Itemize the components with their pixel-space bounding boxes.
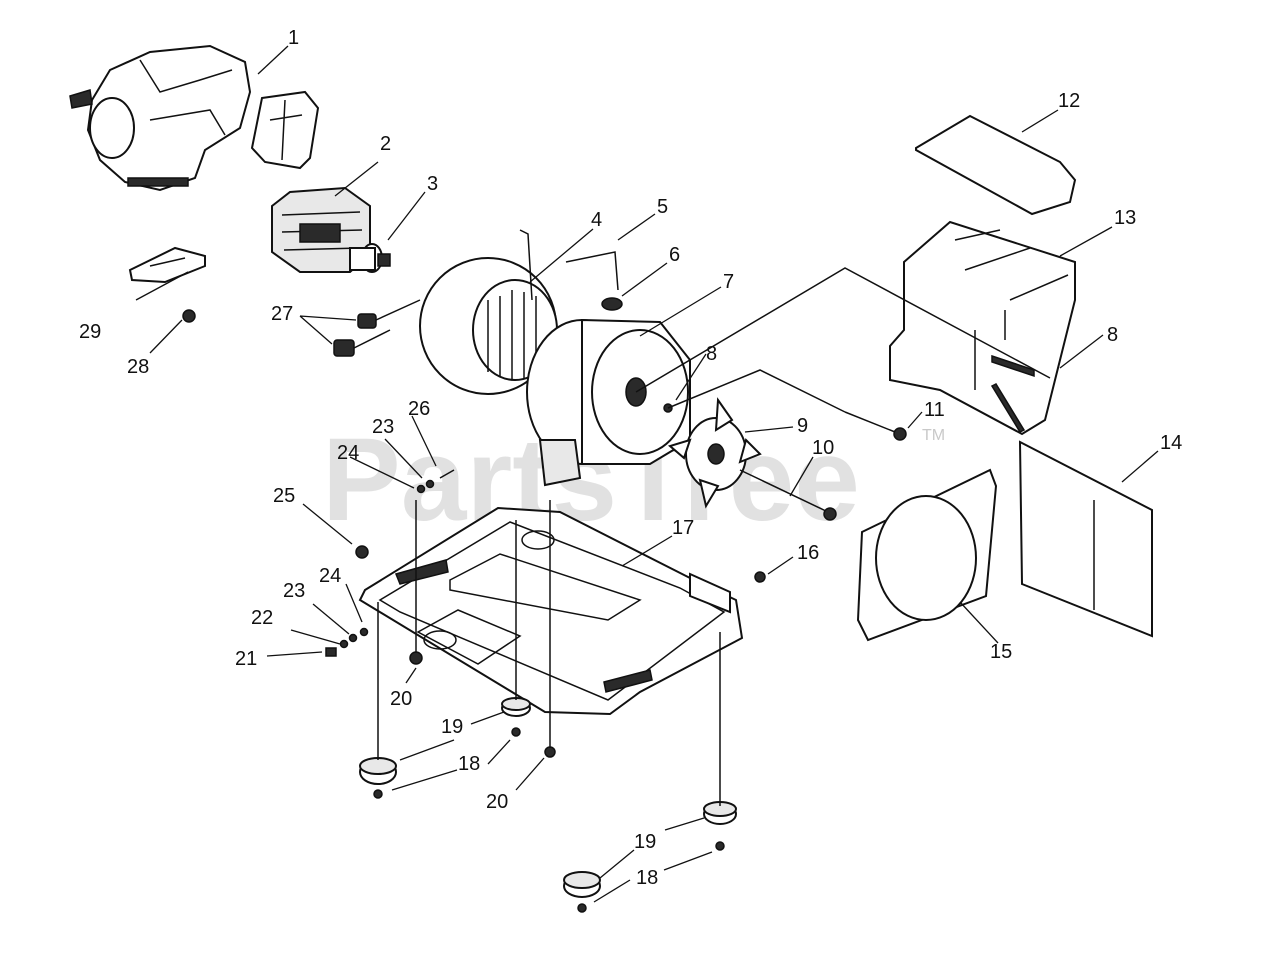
- part-washer-24b[interactable]: [359, 627, 369, 637]
- callout-7[interactable]: 7: [723, 271, 734, 293]
- callout-23a[interactable]: 23: [372, 416, 394, 438]
- part-grommet[interactable]: [601, 297, 623, 311]
- callout-8a[interactable]: 8: [706, 343, 717, 365]
- part-side-panel[interactable]: [1018, 440, 1153, 638]
- callout-9[interactable]: 9: [797, 415, 808, 437]
- part-screw-18d[interactable]: [577, 903, 587, 913]
- part-washer-24a[interactable]: [416, 484, 426, 494]
- part-base-frame[interactable]: [358, 506, 744, 716]
- part-foot-19b[interactable]: [359, 757, 397, 785]
- part-nut-28[interactable]: [182, 309, 196, 323]
- part-bracket[interactable]: [128, 246, 206, 284]
- callout-19a[interactable]: 19: [441, 716, 463, 738]
- callout-19b[interactable]: 19: [634, 831, 656, 853]
- callout-29[interactable]: 29: [79, 321, 101, 343]
- leader-lines: [135, 45, 1159, 903]
- callout-20a[interactable]: 20: [390, 688, 412, 710]
- callout-28[interactable]: 28: [127, 356, 149, 378]
- part-washer-23a[interactable]: [425, 479, 435, 489]
- part-foot-19d[interactable]: [563, 871, 601, 898]
- part-nut-25[interactable]: [355, 545, 369, 559]
- callout-16[interactable]: 16: [797, 542, 819, 564]
- callout-21[interactable]: 21: [235, 648, 257, 670]
- part-screw-18b[interactable]: [373, 789, 383, 799]
- part-rotor[interactable]: [349, 243, 391, 273]
- callout-17[interactable]: 17: [672, 517, 694, 539]
- part-pin[interactable]: [565, 251, 619, 291]
- part-front-panel[interactable]: [856, 468, 998, 642]
- callout-12[interactable]: 12: [1058, 90, 1080, 112]
- callout-labels: 1 2 3 4 5 6 7 8 8 9 10 11 12 13 14 15 16…: [79, 27, 1182, 889]
- part-housing[interactable]: [419, 229, 558, 395]
- callout-18a[interactable]: 18: [458, 753, 480, 775]
- callout-11[interactable]: 11: [924, 399, 945, 421]
- callout-8b[interactable]: 8: [1107, 324, 1118, 346]
- callout-25[interactable]: 25: [273, 485, 295, 507]
- part-nut-16[interactable]: [754, 571, 766, 583]
- part-side-cover[interactable]: [889, 220, 1076, 436]
- callout-15[interactable]: 15: [990, 641, 1012, 663]
- assembly-lines: [377, 267, 1051, 806]
- callout-27[interactable]: 27: [271, 303, 293, 325]
- part-engine[interactable]: [69, 44, 320, 192]
- part-top-panel[interactable]: [915, 114, 1077, 216]
- part-nut-20a[interactable]: [409, 651, 423, 665]
- callout-18b[interactable]: 18: [636, 867, 658, 889]
- part-screw-18c[interactable]: [715, 841, 725, 851]
- callout-14[interactable]: 14: [1160, 432, 1182, 454]
- part-screw-21[interactable]: [325, 647, 337, 657]
- callout-2[interactable]: 2: [380, 133, 391, 155]
- callout-5[interactable]: 5: [657, 196, 668, 218]
- callout-10[interactable]: 10: [812, 437, 834, 459]
- part-bolt-10[interactable]: [739, 469, 837, 521]
- part-connectors[interactable]: [333, 299, 421, 357]
- callout-24b[interactable]: 24: [319, 565, 341, 587]
- callout-3[interactable]: 3: [427, 173, 438, 195]
- callout-20b[interactable]: 20: [486, 791, 508, 813]
- part-bolt-11[interactable]: [844, 411, 907, 441]
- part-washer-22[interactable]: [339, 639, 349, 649]
- callout-1[interactable]: 1: [288, 27, 299, 49]
- callout-24a[interactable]: 24: [337, 442, 359, 464]
- part-nut-20b[interactable]: [544, 746, 556, 758]
- watermark-trademark: TM: [922, 427, 945, 444]
- part-washer-23b[interactable]: [348, 633, 358, 643]
- callout-26[interactable]: 26: [408, 398, 430, 420]
- part-screw-18a[interactable]: [511, 727, 521, 737]
- callout-4[interactable]: 4: [591, 209, 602, 231]
- callout-23b[interactable]: 23: [283, 580, 305, 602]
- part-foot-19a[interactable]: [501, 697, 531, 717]
- part-screw-26[interactable]: [439, 469, 455, 479]
- callout-6[interactable]: 6: [669, 244, 680, 266]
- part-fan[interactable]: [667, 397, 762, 509]
- callout-22[interactable]: 22: [251, 607, 273, 629]
- callout-13[interactable]: 13: [1114, 207, 1136, 229]
